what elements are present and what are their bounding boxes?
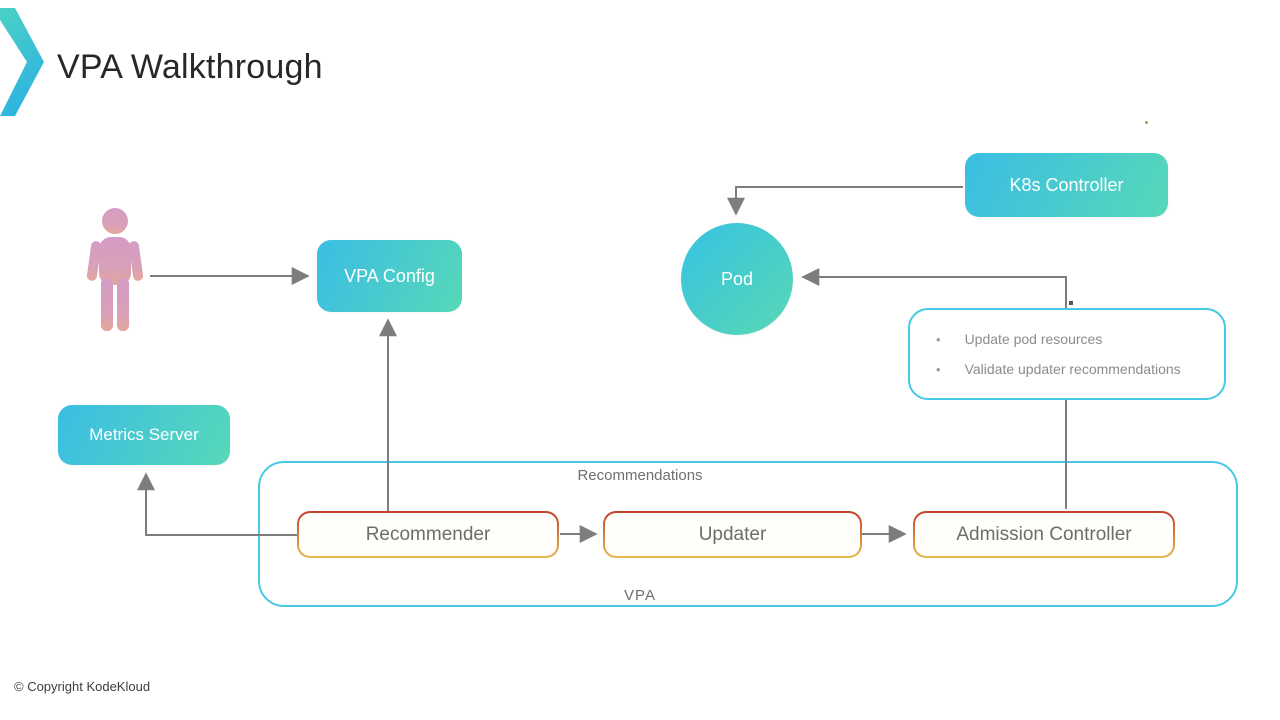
bullet-dot-icon: • (936, 331, 941, 347)
connector-admission-controller-to-pod (801, 268, 1067, 509)
copyright-text: © Copyright KodeKloud (14, 679, 151, 694)
bullet-dot-icon: • (936, 361, 941, 377)
connector-k8s-controller-to-pod (727, 186, 963, 216)
connector-recommender-to-metrics-server (137, 472, 297, 536)
dot-artifact (1145, 121, 1148, 124)
callout-bullet-row: • Update pod resources (936, 331, 1224, 347)
node-k8s-controller-label: K8s Controller (1009, 174, 1124, 195)
callout-bullet-text: Update pod resources (964, 331, 1103, 347)
node-k8s-controller: K8s Controller (965, 153, 1168, 217)
callout-bullet-text: Validate updater recommendations (964, 361, 1181, 377)
node-updater-label: Updater (605, 513, 860, 556)
recommendations-label: Recommendations (577, 467, 703, 484)
user-icon (86, 208, 144, 331)
node-vpa-config: VPA Config (317, 240, 462, 312)
node-recommender-label: Recommender (299, 513, 557, 556)
node-vpa-config-label: VPA Config (344, 265, 435, 286)
callout-bullet-row: • Validate updater recommendations (936, 361, 1224, 377)
node-metrics-server-label: Metrics Server (89, 425, 199, 444)
node-metrics-server: Metrics Server (58, 405, 230, 465)
node-updater: Updater (603, 511, 862, 558)
dot-artifact (1069, 301, 1073, 305)
callout-admission-controller-notes: • Update pod resources • Validate update… (908, 308, 1226, 400)
node-pod: Pod (681, 223, 793, 335)
page-title: VPA Walkthrough (57, 48, 323, 86)
vpa-group-label: VPA (624, 587, 656, 604)
node-recommender: Recommender (297, 511, 559, 558)
node-admission-controller-label: Admission Controller (915, 513, 1173, 556)
node-admission-controller: Admission Controller (913, 511, 1175, 558)
kodekloud-chevron-icon (0, 8, 44, 116)
node-pod-label: Pod (720, 268, 754, 289)
